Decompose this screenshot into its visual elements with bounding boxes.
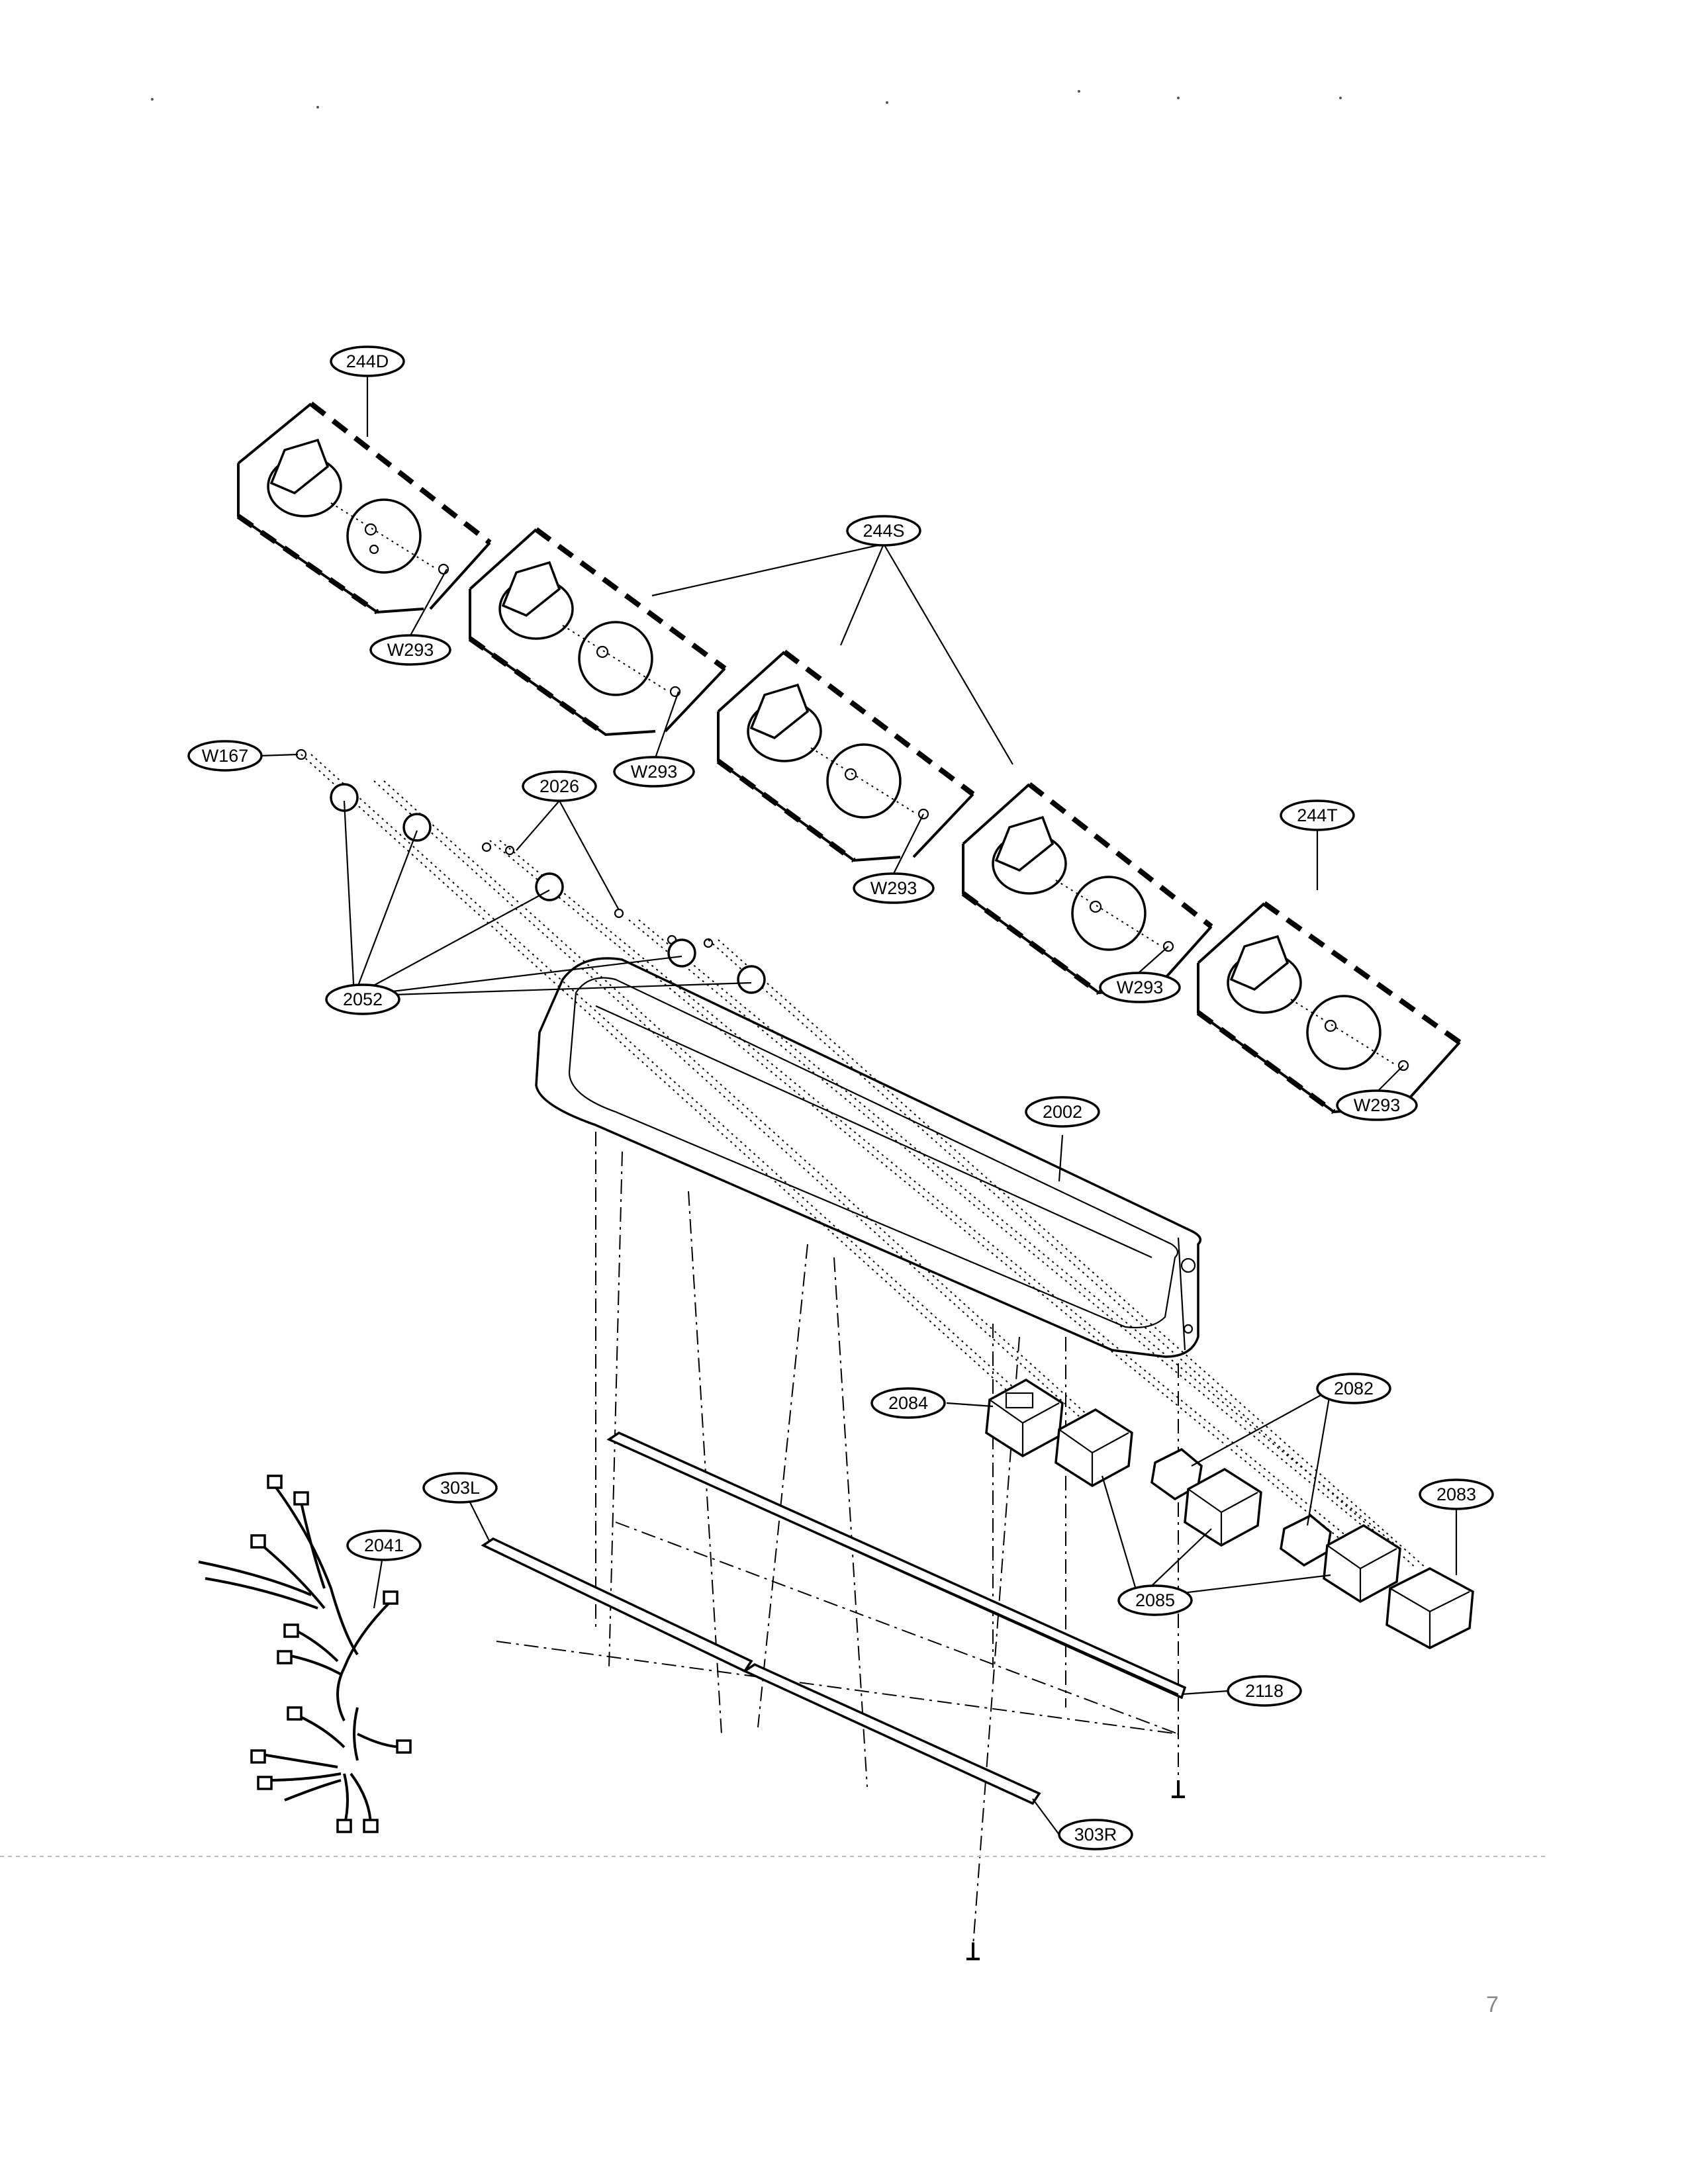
scan-artifacts: 7 [0, 90, 1549, 2017]
trim-strip-303R [742, 1663, 1041, 1805]
callout-W293-2: W293 [613, 756, 695, 788]
svg-text:2052: 2052 [343, 989, 383, 1009]
svg-text:W293: W293 [1354, 1095, 1401, 1115]
svg-text:2083: 2083 [1436, 1484, 1476, 1504]
svg-text:W293: W293 [1117, 978, 1164, 997]
callout-W293-3: W293 [853, 872, 935, 904]
switch-2085-b [1184, 1467, 1262, 1547]
callout-W167: W167 [187, 740, 263, 772]
svg-text:2041: 2041 [364, 1535, 404, 1555]
callout-303R: 303R [1058, 1819, 1133, 1850]
callout-2041: 2041 [346, 1529, 422, 1561]
callout-2052: 2052 [325, 983, 400, 1015]
svg-text:W293: W293 [870, 878, 917, 898]
svg-text:2084: 2084 [888, 1393, 928, 1413]
screw-bottom-right [1172, 1780, 1185, 1798]
callout-2085: 2085 [1117, 1584, 1193, 1616]
svg-text:303L: 303L [440, 1478, 480, 1498]
switch-2082-b [1280, 1514, 1332, 1567]
knob-assembly-244S-1 [468, 527, 727, 737]
svg-text:244D: 244D [346, 351, 389, 371]
callout-W293-1: W293 [369, 634, 451, 666]
switch-2085-c [1323, 1524, 1401, 1604]
knob-assembly-244S-3 [961, 782, 1213, 995]
svg-text:2085: 2085 [1135, 1590, 1175, 1610]
callout-244S: 244S [846, 515, 921, 547]
svg-text:W293: W293 [387, 640, 434, 660]
svg-text:303R: 303R [1074, 1825, 1117, 1844]
knob-assembly-244T [1196, 901, 1462, 1115]
callout-2118: 2118 [1227, 1675, 1302, 1707]
callout-2002: 2002 [1025, 1096, 1100, 1128]
control-panel-housing [535, 957, 1202, 1358]
washers-2052 [330, 783, 766, 994]
callout-244D: 244D [330, 345, 405, 377]
switch-2085-a [1055, 1408, 1133, 1488]
svg-text:2082: 2082 [1334, 1379, 1374, 1398]
wire-harness-2041 [198, 1475, 412, 1833]
switch-2083 [1385, 1567, 1474, 1649]
screw-bottom-center [966, 1942, 980, 1960]
svg-text:244T: 244T [1297, 805, 1338, 825]
callout-2084: 2084 [870, 1387, 946, 1419]
svg-text:2118: 2118 [1245, 1681, 1284, 1701]
callout-303L: 303L [422, 1472, 498, 1504]
svg-text:2002: 2002 [1043, 1102, 1082, 1122]
knob-assembly-244S-2 [716, 649, 975, 863]
callout-2083: 2083 [1419, 1479, 1494, 1510]
svg-text:W167: W167 [202, 746, 249, 766]
svg-text:W293: W293 [631, 762, 678, 782]
svg-text:244S: 244S [863, 521, 904, 541]
stray-mark: 7 [1486, 1992, 1499, 2017]
knob-assembly-244D [236, 401, 492, 615]
svg-text:2026: 2026 [539, 776, 579, 796]
screws-2026 [481, 842, 714, 948]
callout-W293-4: W293 [1099, 972, 1181, 1003]
callout-W293-5: W293 [1336, 1089, 1418, 1121]
callout-244T: 244T [1280, 799, 1355, 831]
callout-2082: 2082 [1316, 1373, 1391, 1404]
callout-2026: 2026 [522, 770, 597, 802]
trim-strip-2118 [606, 1432, 1187, 1700]
